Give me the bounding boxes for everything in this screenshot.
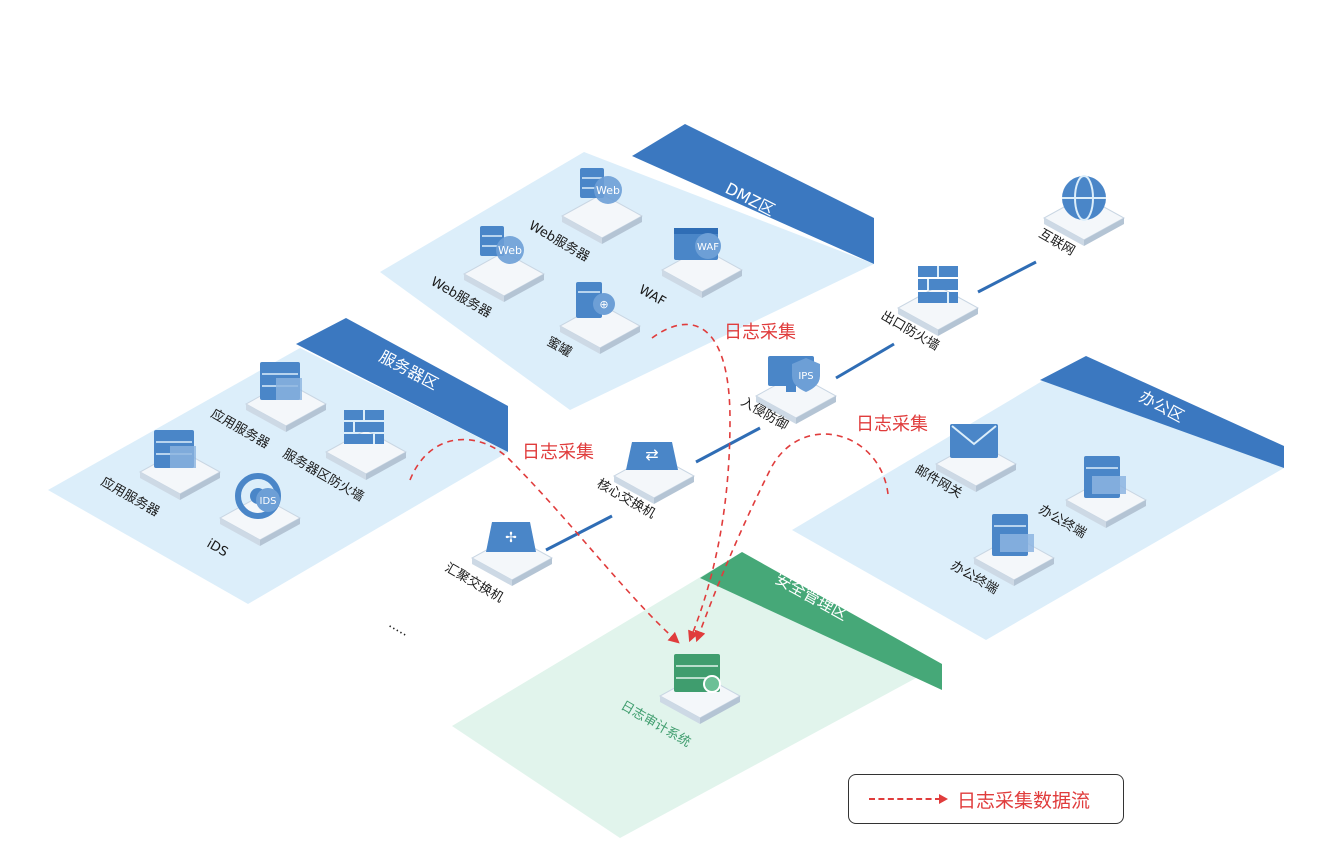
ips-icon-text: IPS — [798, 371, 813, 382]
ips-device[interactable]: IPS — [755, 356, 837, 425]
legend: 日志采集数据流 — [848, 774, 1124, 824]
honeypot-device[interactable]: ⊕ — [559, 282, 641, 355]
ids-device[interactable]: IDS — [219, 473, 301, 547]
ids-icon-text: IDS — [260, 496, 277, 507]
dmz-zone: DMZ区 — [380, 124, 874, 410]
ips-shield-icon — [792, 358, 820, 392]
switch-arrows-icon: ⇄ — [645, 445, 658, 464]
waf-shield-icon — [695, 233, 721, 259]
waf-icon-text: WAF — [697, 242, 719, 253]
magnifier-icon — [703, 675, 721, 693]
legend-text: 日志采集数据流 — [957, 789, 1091, 812]
web-server-1[interactable]: Web — [561, 168, 643, 245]
exit-firewall[interactable] — [897, 266, 979, 337]
flow-label-2: 日志采集 — [724, 322, 796, 343]
log-audit-system[interactable] — [659, 654, 741, 725]
log-flows — [409, 323, 889, 644]
switch-fan-icon: ✢ — [505, 530, 517, 546]
web-globe-icon — [594, 176, 622, 204]
more-indicator: ..... — [386, 616, 411, 639]
web-server-2[interactable]: Web — [463, 226, 545, 303]
mail-gateway[interactable] — [935, 424, 1017, 493]
honeypot-icon — [593, 293, 615, 315]
honeypot-jar-glyph: ⊕ — [599, 298, 608, 311]
mail-envelope-icon — [951, 425, 997, 446]
office-terminal-2[interactable] — [973, 514, 1055, 587]
web-globe-icon — [496, 236, 524, 264]
internet-node[interactable] — [1043, 175, 1125, 247]
office-zone: 办公区 — [792, 356, 1284, 640]
app-server-2[interactable] — [139, 430, 221, 501]
network-links — [545, 260, 1037, 552]
web-icon-text: Web — [498, 244, 522, 257]
core-switch[interactable]: ⇄ — [613, 442, 695, 505]
flow-label-3: 日志采集 — [856, 414, 928, 435]
office-terminal-1[interactable] — [1065, 456, 1147, 529]
flow-label-1: 日志采集 — [522, 442, 594, 463]
app-server-1[interactable] — [245, 362, 327, 433]
server-firewall[interactable] — [325, 410, 407, 481]
aggregation-switch[interactable]: ✢ — [471, 522, 553, 587]
legend-dashed-arrow — [869, 794, 948, 804]
waf-device[interactable]: WAF — [661, 228, 743, 299]
server-zone: 服务器区 — [48, 318, 508, 604]
flow-server-zone — [409, 438, 680, 644]
web-icon-text: Web — [596, 184, 620, 197]
